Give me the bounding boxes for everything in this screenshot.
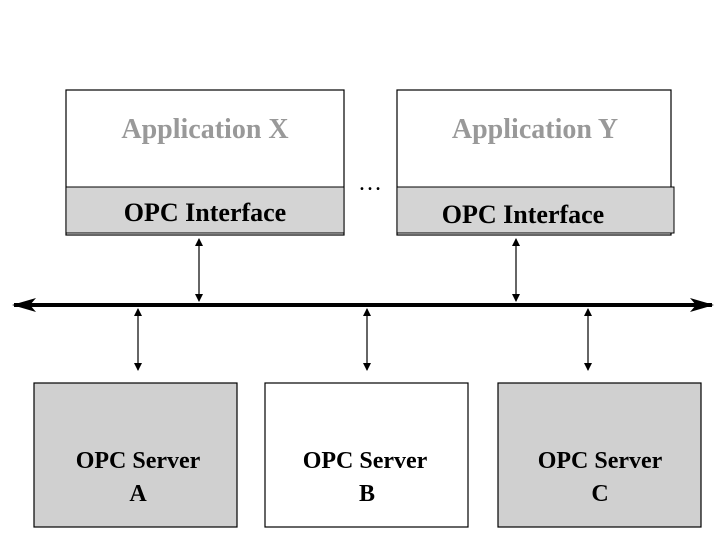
server-b-box <box>264 382 469 528</box>
application-y-interface-box <box>396 186 675 234</box>
application-x-interface-label: OPC Interface <box>124 198 286 227</box>
ellipsis: … <box>358 170 382 196</box>
server-a-block: OPC Server A <box>33 382 238 528</box>
server-b-label-line2: B <box>359 481 375 507</box>
server-a-box <box>33 382 238 528</box>
server-b-label-line1: OPC Server <box>303 448 428 474</box>
server-c-label-line1: OPC Server <box>538 448 663 474</box>
application-y-block: Application Y OPC Interface <box>396 89 675 236</box>
server-c-box <box>497 382 702 528</box>
server-b-block: OPC Server B <box>264 382 469 528</box>
server-c-block: OPC Server C <box>497 382 702 528</box>
server-a-label-line2: A <box>129 481 147 507</box>
application-x-block: Application X OPC Interface <box>65 89 345 236</box>
application-x-title: Application X <box>121 114 288 145</box>
application-y-interface-label: OPC Interface <box>442 200 604 229</box>
server-c-label-line2: C <box>591 481 608 507</box>
application-x-interface-box <box>65 186 345 234</box>
server-a-label-line1: OPC Server <box>76 448 201 474</box>
application-y-title: Application Y <box>452 114 618 145</box>
